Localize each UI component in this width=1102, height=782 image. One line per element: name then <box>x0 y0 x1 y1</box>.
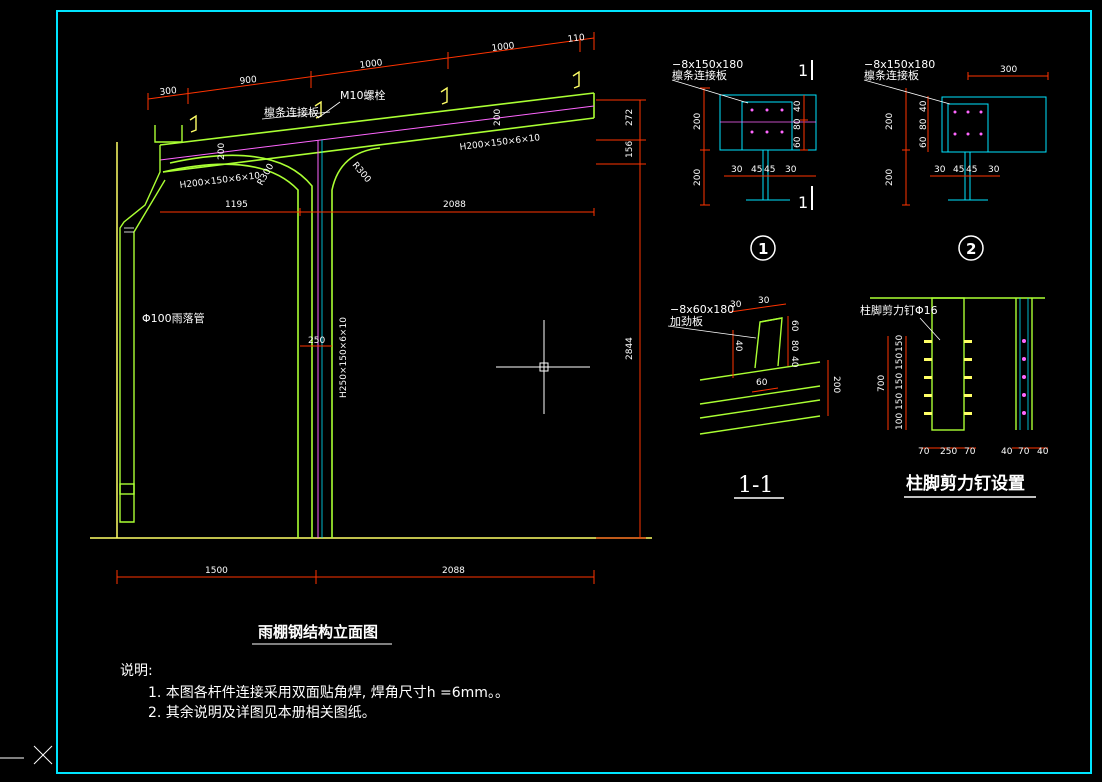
dim-272: 272 <box>625 109 635 126</box>
d1-h200a: 200 <box>693 113 703 130</box>
s11-d30b: 30 <box>758 296 770 306</box>
d2-b30a: 30 <box>934 165 946 175</box>
elevation-view: 300 900 1000 1000 110 檩条连接板 M10螺栓 H200×1… <box>90 32 652 645</box>
shear-d150b: 150 <box>895 353 905 370</box>
section-1-1-view: −8x60x180 加劲板 30 30 60 80 40 40 60 200 1… <box>667 296 841 499</box>
dim-156: 156 <box>625 141 635 158</box>
d2-b45b: 45 <box>966 165 977 175</box>
d1-d60: 60 <box>793 136 803 148</box>
column-label: H250×150×6×10 <box>339 317 349 398</box>
dim-250: 250 <box>308 336 325 346</box>
d2-plate: −8x150x180 <box>864 58 935 71</box>
shear-c40b: 40 <box>1037 447 1049 457</box>
s11-plate: −8x60x180 <box>670 303 734 316</box>
shear-b70b: 70 <box>964 447 976 457</box>
dim-110: 110 <box>567 33 586 45</box>
dim-1000b: 1000 <box>491 41 515 54</box>
dim-1500: 1500 <box>205 566 228 576</box>
d1-d40: 40 <box>793 100 803 112</box>
s11-label: 加劲板 <box>670 314 703 328</box>
s11-d200: 200 <box>831 376 841 393</box>
dim-1000a: 1000 <box>359 58 383 71</box>
dim-2844: 2844 <box>625 337 635 360</box>
shear-b70a: 70 <box>918 447 930 457</box>
pipe-label: Φ100雨落管 <box>142 311 205 325</box>
drawing-frame <box>56 10 1092 774</box>
dim-2088-top: 2088 <box>443 200 466 210</box>
d1-section-mark-top: 1 <box>798 61 808 80</box>
notes-line-2: 2. 其余说明及详图见本册相关图纸。 <box>148 704 376 721</box>
shear-title: 柱脚剪力钉设置 <box>906 473 1025 494</box>
d1-b45b: 45 <box>764 165 775 175</box>
d1-label: 檩条连接板 <box>672 68 727 82</box>
detail-2-number: 2 <box>966 240 976 258</box>
shear-b250: 250 <box>940 447 957 457</box>
d2-d80: 80 <box>919 118 929 130</box>
beam-right-label: H200×150×6×10 <box>459 133 541 153</box>
detail-1-bubble <box>750 235 776 261</box>
shear-d100: 100 <box>895 413 905 430</box>
dim-200-right: 200 <box>493 109 503 126</box>
d2-d300: 300 <box>1000 65 1017 75</box>
s11-d80: 80 <box>789 340 799 352</box>
d2-h200b: 200 <box>885 169 895 186</box>
d2-b30b: 30 <box>988 165 1000 175</box>
d2-d40: 40 <box>919 100 929 112</box>
detail-2-bubble <box>958 235 984 261</box>
dim-900: 900 <box>239 75 258 87</box>
d1-section-mark-bottom: 1 <box>798 193 808 212</box>
d1-b30b: 30 <box>785 165 797 175</box>
shear-d700: 700 <box>877 375 887 392</box>
d1-b45a: 45 <box>751 165 762 175</box>
d2-h200a: 200 <box>885 113 895 130</box>
section-1-1-title: 1-1 <box>738 473 773 498</box>
shear-c40a: 40 <box>1001 447 1013 457</box>
s11-d30a: 30 <box>730 300 742 310</box>
detail-1-view: −8x150x180 檩条连接板 200 200 40 80 60 30 45 … <box>671 58 817 261</box>
dim-200-left: 200 <box>217 143 227 160</box>
elevation-title: 雨棚钢结构立面图 <box>258 623 378 641</box>
d1-d80: 80 <box>793 118 803 130</box>
d2-b45a: 45 <box>953 165 964 175</box>
bolt-label: M10螺栓 <box>340 88 386 102</box>
s11-d60b: 60 <box>756 378 768 388</box>
d1-h200b: 200 <box>693 169 703 186</box>
shear-d150c: 150 <box>895 373 905 390</box>
d2-label: 檩条连接板 <box>864 68 919 82</box>
shear-d150a: 150 <box>895 335 905 352</box>
crosshair-cursor <box>496 320 590 414</box>
radius-right: R300 <box>350 161 373 186</box>
dim-2088-bottom: 2088 <box>442 566 465 576</box>
ucs-icon <box>0 745 53 765</box>
notes-heading: 说明: <box>120 663 153 679</box>
dim-300: 300 <box>159 86 178 98</box>
notes-line-1: 1. 本图各杆件连接采用双面贴角焊, 焊角尺寸h =6mm。。 <box>148 684 509 701</box>
detail-2-view: −8x150x180 檩条连接板 300 200 200 60 80 40 30… <box>863 58 1049 261</box>
d2-d60: 60 <box>919 136 929 148</box>
detail-1-number: 1 <box>758 240 768 258</box>
s11-d40: 40 <box>789 356 799 368</box>
d1-plate: −8x150x180 <box>672 58 743 71</box>
purlin-plate-label: 檩条连接板 <box>264 105 319 119</box>
shear-d150d: 150 <box>895 393 905 410</box>
notes-block: 说明: 1. 本图各杆件连接采用双面贴角焊, 焊角尺寸h =6mm。。 2. 其… <box>120 663 509 721</box>
shear-stud-view: 柱脚剪力钉Φ16 150 150 150 150 100 700 70 250 … <box>860 297 1049 498</box>
shear-label: 柱脚剪力钉Φ16 <box>860 303 938 317</box>
s11-d40b: 40 <box>733 340 743 352</box>
dim-1195: 1195 <box>225 200 248 210</box>
d1-b30a: 30 <box>731 165 743 175</box>
beam-left-label: H200×150×6×10 <box>179 171 261 191</box>
s11-d60: 60 <box>789 320 799 332</box>
shear-c70: 70 <box>1018 447 1030 457</box>
